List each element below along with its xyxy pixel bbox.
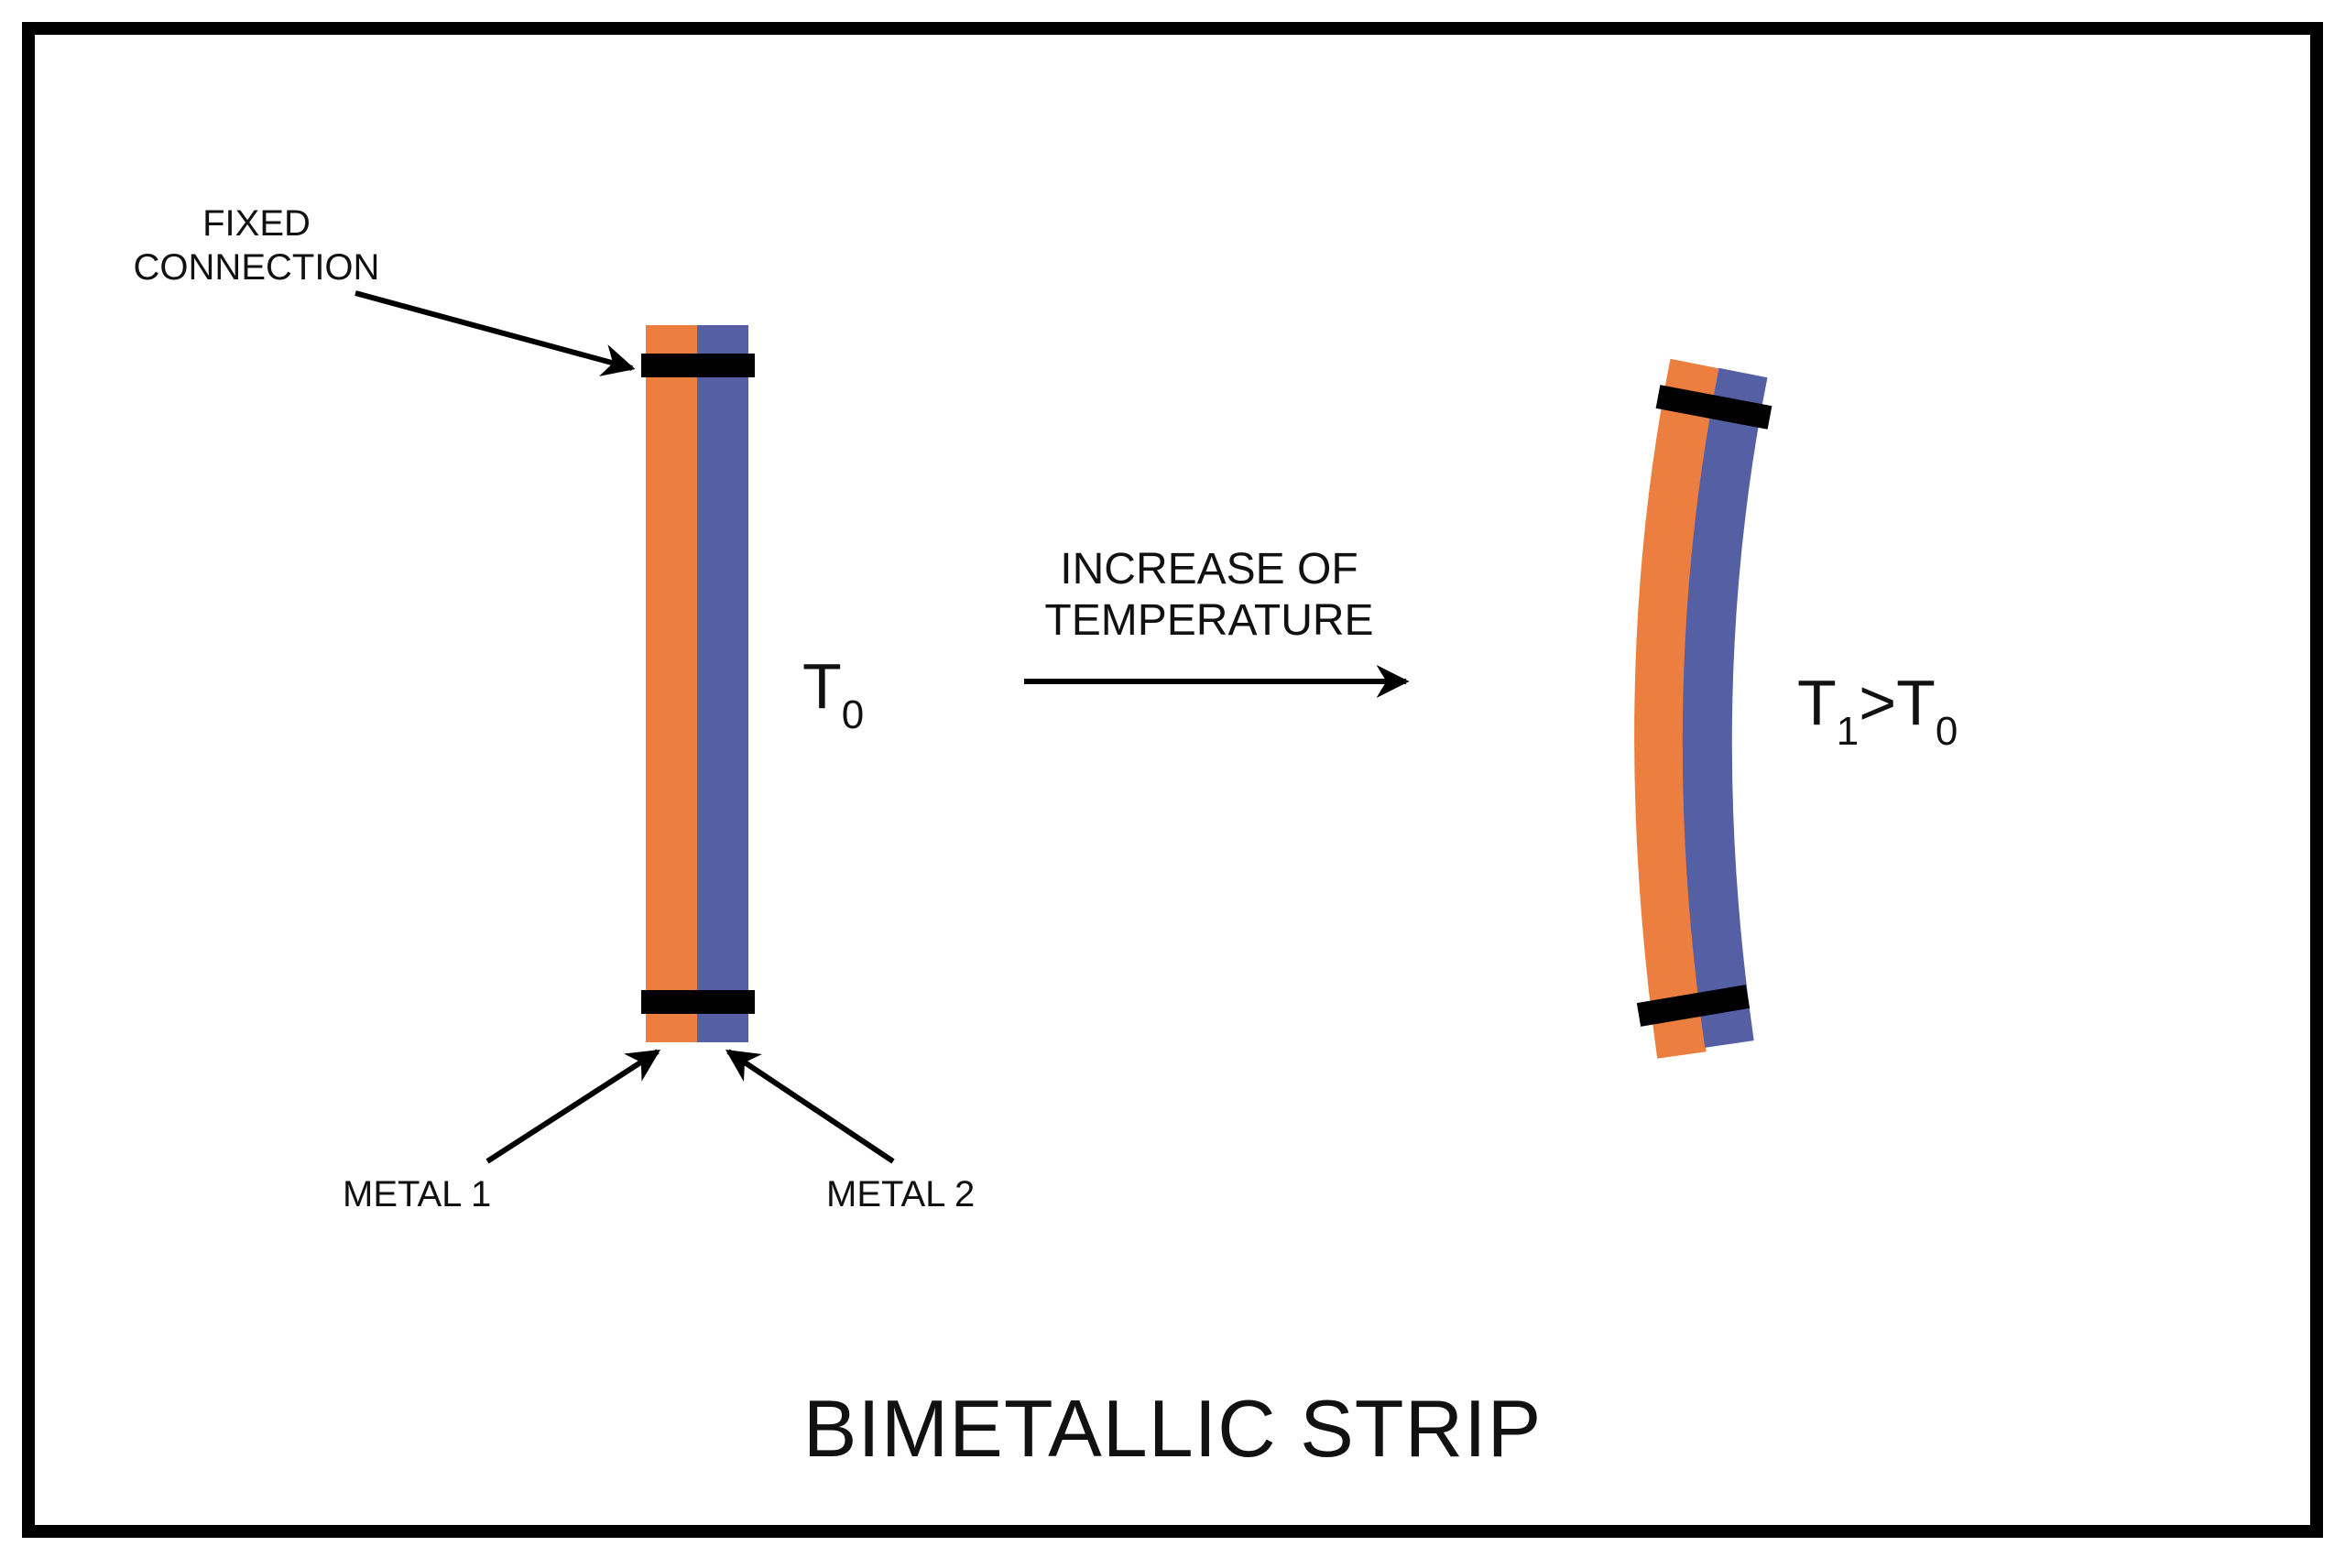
greater-than-sign: >	[1859, 667, 1897, 738]
fixed-connection-line1: FIXED	[202, 203, 311, 244]
diagram-frame	[22, 22, 2323, 1538]
increase-line2: TEMPERATURE	[1044, 596, 1374, 645]
metal1-layer-bent	[1634, 358, 1719, 1059]
t0-symbol-right: T	[1896, 667, 1936, 738]
diagram-title: BIMETALLIC STRIP	[802, 1383, 1543, 1474]
higher-temperature-label: T1>T0	[1797, 667, 1958, 752]
t0-subscript: 0	[841, 692, 865, 737]
t1-symbol: T	[1797, 667, 1837, 738]
fixed-connection-label: FIXED CONNECTION	[133, 205, 380, 286]
fixed-connection-line2: CONNECTION	[133, 247, 380, 288]
bent-strip	[1634, 358, 1772, 1059]
fixed-connection-arrow	[354, 290, 636, 376]
top-clamp-bent	[1655, 385, 1772, 430]
metal2-layer-bent	[1682, 367, 1768, 1048]
bottom-clamp-straight	[641, 990, 755, 1014]
bottom-clamp-bent	[1636, 985, 1751, 1027]
increase-of-temperature-label: INCREASE OF TEMPERATURE	[1008, 548, 1411, 643]
metal1-layer-straight	[646, 325, 697, 1042]
t0-symbol: T	[802, 650, 842, 722]
initial-temperature-label: T0	[802, 654, 864, 735]
metal2-label: METAL 2	[826, 1174, 976, 1214]
metal2-layer-straight	[697, 325, 748, 1042]
metal1-arrow	[485, 1049, 661, 1164]
t0-subscript-right: 0	[1935, 709, 1958, 754]
top-clamp-straight	[641, 354, 755, 377]
metal1-label: METAL 1	[343, 1174, 492, 1214]
straight-strip	[641, 325, 755, 1042]
t1-subscript: 1	[1836, 709, 1860, 754]
metal2-arrow	[725, 1049, 895, 1164]
increase-line1: INCREASE OF	[1060, 545, 1358, 593]
